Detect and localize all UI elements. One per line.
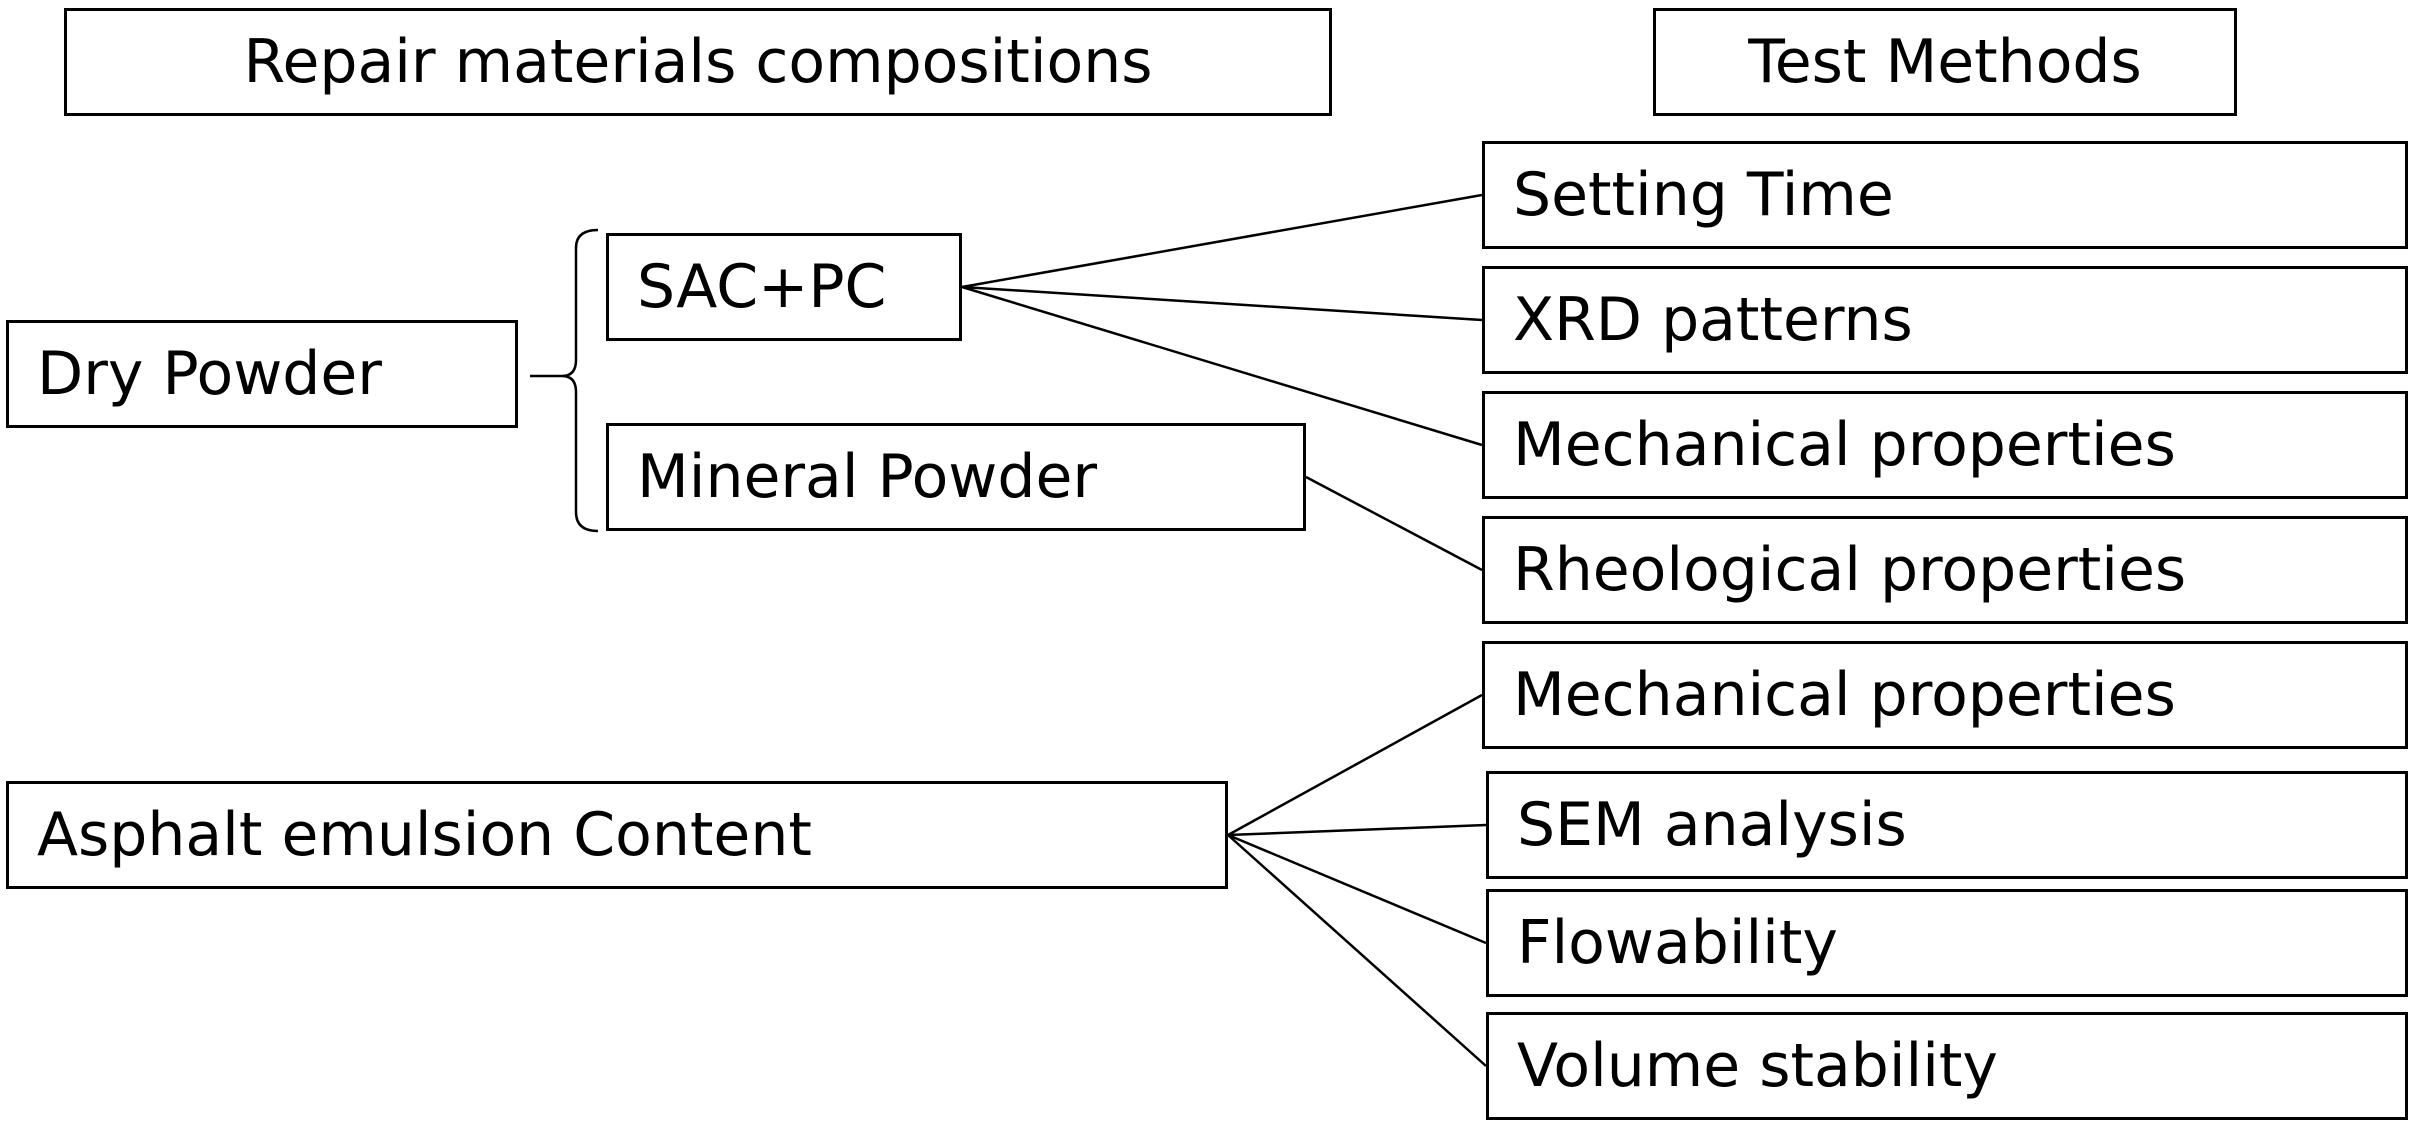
method-mechanical-properties-1: Mechanical properties bbox=[1482, 391, 2408, 499]
node-dry-powder: Dry Powder bbox=[6, 320, 518, 428]
method-setting-time-label: Setting Time bbox=[1513, 160, 1894, 230]
method-volume-stability-label: Volume stability bbox=[1517, 1031, 1998, 1101]
method-flowability-label: Flowability bbox=[1517, 908, 1838, 978]
method-mechanical-properties-2-label: Mechanical properties bbox=[1513, 660, 2176, 730]
connector-asphalt-sem bbox=[1227, 823, 1487, 837]
method-rheological-properties-label: Rheological properties bbox=[1513, 535, 2187, 605]
method-mechanical-properties-1-label: Mechanical properties bbox=[1513, 410, 2176, 480]
connector-asphalt-volume bbox=[1227, 834, 1487, 1067]
node-dry-powder-label: Dry Powder bbox=[37, 339, 382, 409]
method-rheological-properties: Rheological properties bbox=[1482, 516, 2408, 624]
method-mechanical-properties-2: Mechanical properties bbox=[1482, 641, 2408, 749]
bracket-dry-powder bbox=[561, 228, 599, 533]
header-test-methods-label: Test Methods bbox=[1748, 27, 2142, 97]
node-asphalt-emulsion-label: Asphalt emulsion Content bbox=[37, 800, 812, 870]
connector-asphalt-flow bbox=[1227, 833, 1487, 945]
method-sem-analysis: SEM analysis bbox=[1486, 771, 2408, 879]
header-compositions: Repair materials compositions bbox=[64, 8, 1332, 116]
node-asphalt-emulsion: Asphalt emulsion Content bbox=[6, 781, 1228, 889]
method-xrd-patterns: XRD patterns bbox=[1482, 266, 2408, 374]
method-flowability: Flowability bbox=[1486, 889, 2408, 997]
method-xrd-patterns-label: XRD patterns bbox=[1513, 285, 1913, 355]
method-sem-analysis-label: SEM analysis bbox=[1517, 790, 1907, 860]
header-compositions-label: Repair materials compositions bbox=[243, 27, 1153, 97]
method-volume-stability: Volume stability bbox=[1486, 1012, 2408, 1120]
connector-mineral-rheo bbox=[1305, 475, 1483, 572]
connector-asphalt-mech bbox=[1227, 693, 1483, 837]
header-test-methods: Test Methods bbox=[1653, 8, 2237, 116]
node-mineral-powder: Mineral Powder bbox=[606, 423, 1306, 531]
node-sac-pc-label: SAC+PC bbox=[637, 252, 887, 322]
connector-sacpc-xrd bbox=[961, 285, 1483, 322]
method-setting-time: Setting Time bbox=[1482, 141, 2408, 249]
node-sac-pc: SAC+PC bbox=[606, 233, 962, 341]
connector-sacpc-mech bbox=[961, 285, 1483, 447]
node-mineral-powder-label: Mineral Powder bbox=[637, 442, 1098, 512]
connector-sacpc-setting bbox=[961, 193, 1483, 289]
